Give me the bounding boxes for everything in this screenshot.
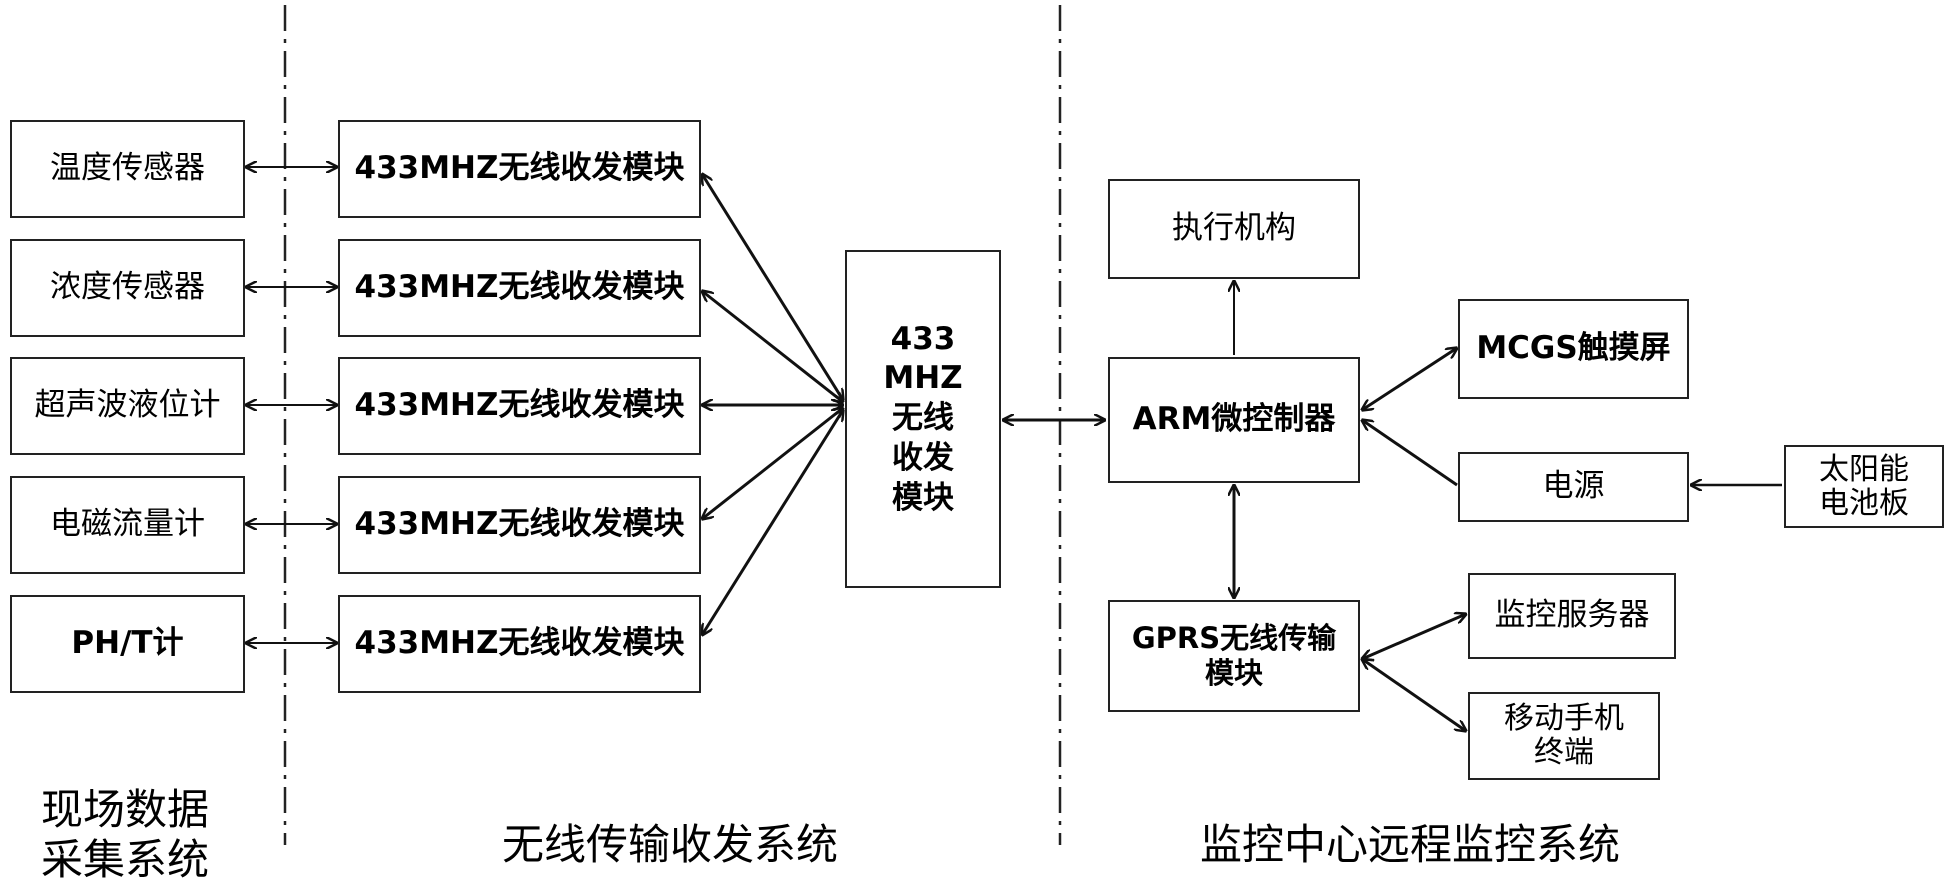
module-label: 433MHZ无线收发模块 <box>354 625 685 662</box>
module-label: 433MHZ无线收发模块 <box>354 150 685 187</box>
hub-wireless-module: 433 MHZ 无线 收发 模块 <box>845 250 1001 588</box>
actuator-box: 执行机构 <box>1108 179 1360 279</box>
arrow-power-arm <box>1362 420 1458 487</box>
mcgs-touchscreen-box: MCGS触摸屏 <box>1458 299 1689 399</box>
actuator-label: 执行机构 <box>1172 210 1296 247</box>
mobile-terminal-box: 移动手机 终端 <box>1468 692 1660 780</box>
hub-label: 433 MHZ 无线 收发 模块 <box>883 320 963 516</box>
mobile-label: 移动手机 终端 <box>1504 701 1624 770</box>
sensor-ph-t: PH/T计 <box>10 595 245 693</box>
arrow-module-hub-1 <box>702 174 843 400</box>
sensor-ultrasonic-level: 超声波液位计 <box>10 357 245 455</box>
sensor-concentration: 浓度传感器 <box>10 239 245 337</box>
wireless-module-5: 433MHZ无线收发模块 <box>338 595 701 693</box>
wireless-module-3: 433MHZ无线收发模块 <box>338 357 701 455</box>
power-label: 电源 <box>1542 468 1605 505</box>
solar-panel-box: 太阳能 电池板 <box>1784 445 1944 528</box>
arrow-module-hub-2 <box>702 291 843 402</box>
sensor-label: 温度传感器 <box>50 150 205 187</box>
wireless-module-4: 433MHZ无线收发模块 <box>338 476 701 574</box>
sensor-label: 超声波液位计 <box>34 387 221 424</box>
sensor-temperature: 温度传感器 <box>10 120 245 218</box>
sensor-label: 浓度传感器 <box>50 269 205 306</box>
server-label: 监控服务器 <box>1494 597 1650 634</box>
gprs-label: GPRS无线传输 模块 <box>1131 621 1337 690</box>
module-label: 433MHZ无线收发模块 <box>354 506 685 543</box>
arm-controller-box: ARM微控制器 <box>1108 357 1360 483</box>
arrow-module-hub-4 <box>702 408 843 519</box>
module-label: 433MHZ无线收发模块 <box>354 269 685 306</box>
mcgs-label: MCGS触摸屏 <box>1476 330 1671 367</box>
arrow-arm-mcgs <box>1362 348 1457 410</box>
module-label: 433MHZ无线收发模块 <box>354 387 685 424</box>
sensor-label: PH/T计 <box>71 625 184 662</box>
gprs-module-box: GPRS无线传输 模块 <box>1108 600 1360 712</box>
section-label-monitor: 监控中心远程监控系统 <box>1199 820 1620 869</box>
arrow-module-hub-5 <box>702 410 843 635</box>
power-box: 电源 <box>1458 452 1689 522</box>
arrow-gprs-mobile <box>1362 659 1466 731</box>
solar-label: 太阳能 电池板 <box>1819 451 1909 521</box>
arm-label: ARM微控制器 <box>1132 401 1336 438</box>
wireless-module-2: 433MHZ无线收发模块 <box>338 239 701 337</box>
monitoring-server-box: 监控服务器 <box>1468 573 1676 659</box>
sensor-electromagnetic-flow: 电磁流量计 <box>10 476 245 574</box>
arrow-gprs-server <box>1362 614 1466 659</box>
section-label-field: 现场数据 采集系统 <box>40 785 209 885</box>
section-label-wireless: 无线传输收发系统 <box>501 820 838 869</box>
sensor-label: 电磁流量计 <box>50 506 205 543</box>
wireless-module-1: 433MHZ无线收发模块 <box>338 120 701 218</box>
